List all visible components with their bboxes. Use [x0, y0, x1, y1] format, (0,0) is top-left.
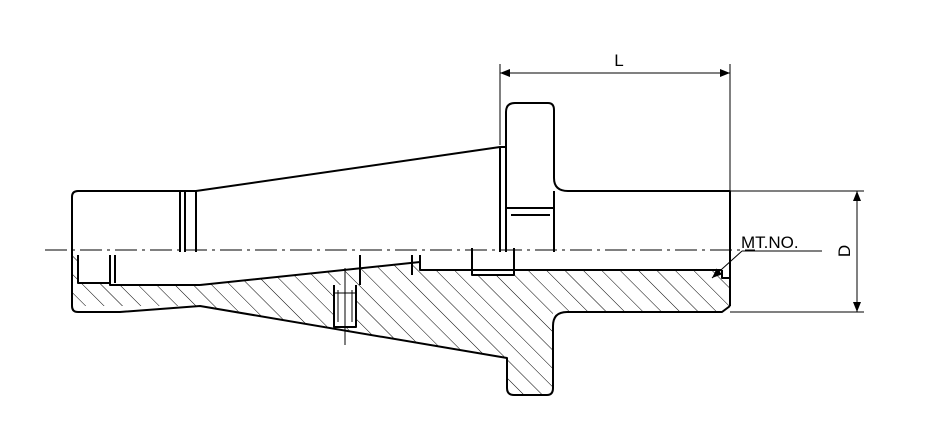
dimension-l: L [499, 51, 731, 190]
dimension-d-label: D [835, 245, 854, 257]
taper-callout: MT.NO. [711, 233, 822, 279]
dimension-d: D [730, 190, 864, 313]
taper-callout-label: MT.NO. [741, 233, 799, 252]
outer-contour [71, 102, 731, 396]
dimension-l-label: L [614, 51, 623, 70]
